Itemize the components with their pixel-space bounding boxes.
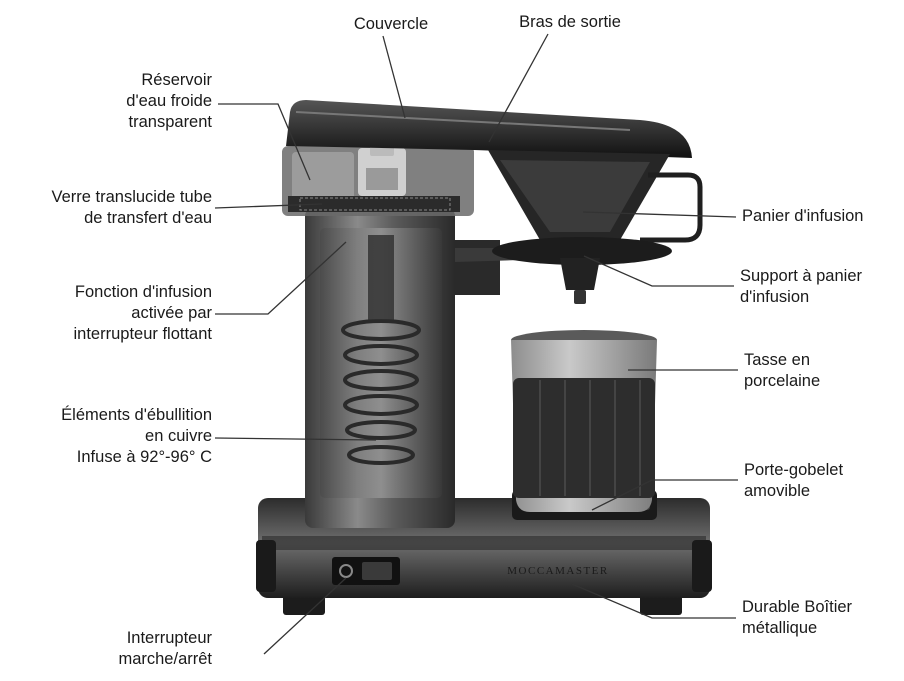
label-interrupteur: Interrupteur marche/arrêt bbox=[40, 628, 212, 670]
label-verre-translucide: Verre translucide tube de transfert d'ea… bbox=[0, 187, 212, 229]
label-couvercle: Couvercle bbox=[336, 14, 446, 35]
brand-logo: MOCCAMASTER bbox=[507, 565, 608, 577]
label-elements-ebullition: Éléments d'ébullition en cuivre Infuse à… bbox=[0, 405, 212, 468]
cup-sleeve bbox=[513, 378, 655, 498]
label-panier-infusion: Panier d'infusion bbox=[742, 206, 902, 227]
label-durable-boitier: Durable Boîtier métallique bbox=[742, 597, 897, 639]
label-tasse: Tasse en porcelaine bbox=[744, 350, 894, 392]
label-reservoir: Réservoir d'eau froide transparent bbox=[20, 70, 212, 133]
label-support-panier: Support à panier d'infusion bbox=[740, 266, 900, 308]
label-porte-gobelet: Porte-gobelet amovible bbox=[744, 460, 894, 502]
label-fonction-infusion: Fonction d'infusion activée par interrup… bbox=[0, 282, 212, 345]
label-bras-de-sortie: Bras de sortie bbox=[505, 12, 635, 33]
